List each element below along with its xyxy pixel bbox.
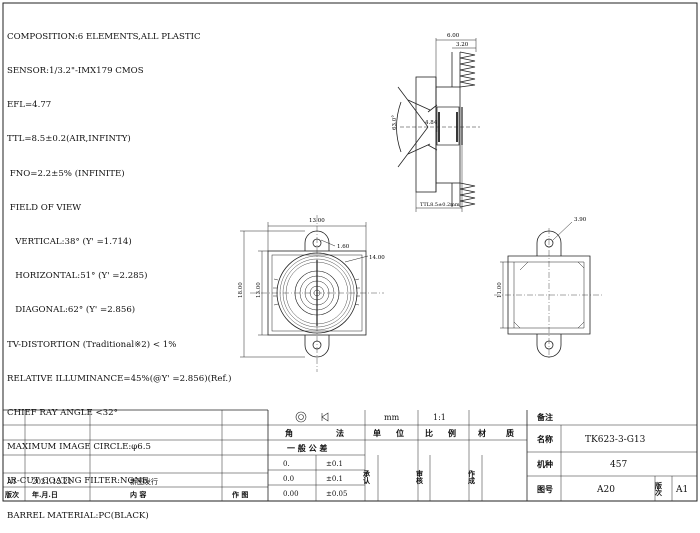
- spec-line: COMPOSITION:6 ELEMENTS,ALL PLASTIC: [7, 31, 201, 42]
- remark-label: 备注: [536, 412, 553, 422]
- back-dim-height: 11.00: [497, 282, 503, 298]
- spec-line: FNO=2.2±5% (INFINITE): [7, 168, 125, 179]
- side-ttl-label: TTL8.5±0.2mm: [420, 202, 460, 208]
- spec-line: RELATIVE ILLUMINANCE=45%(@Y' =2.856)(Ref…: [7, 373, 232, 384]
- front-dim-height-inner: 13.00: [256, 282, 262, 298]
- rev-content: 新图发行: [130, 477, 158, 486]
- spec-line: BARREL MATERIAL:PC(BLACK): [7, 510, 149, 521]
- tol-precision-1: 0.0: [283, 475, 294, 483]
- approve-label: 承认: [362, 469, 372, 485]
- spec-line: VERTICAL:38° (Y' =1.714): [7, 237, 132, 248]
- hdr-content: 内 容: [130, 490, 146, 499]
- scale-value: 1:1: [433, 413, 446, 422]
- side-fov-label: 63.0°: [392, 115, 398, 130]
- model-value: 457: [610, 460, 627, 470]
- back-view: [494, 221, 604, 360]
- spec-line: HORIZONTAL:51° (Y' =2.285): [7, 271, 148, 282]
- title-block-text: mm 1:1 备注 角 法 单 位 比 例 材 质 一 般 公 差 0. ±0.…: [5, 412, 688, 499]
- side-dim-inner: 4.84: [425, 120, 438, 126]
- title-block: [3, 409, 697, 501]
- tolerance-label: 一 般 公 差: [287, 443, 327, 453]
- spec-line: TTL=8.5±0.2(AIR,INFINTY): [7, 134, 131, 145]
- front-dim-hole: 1.60: [337, 244, 350, 250]
- tol-value-2: ±0.05: [326, 490, 347, 498]
- spec-line: DIAGONAL:62° (Y' =2.856): [7, 305, 136, 316]
- spec-line: TV-DISTORTION (Traditional※2) < 1%: [7, 339, 177, 350]
- angle-label: 角: [285, 428, 293, 438]
- spec-line: SENSOR:1/3.2"-IMX179 CMOS: [7, 66, 144, 77]
- tol-value-1: ±0.1: [326, 475, 343, 483]
- drawing-border: [2, 2, 698, 502]
- spec-line: EFL=4.77: [7, 100, 52, 111]
- method-label: 法: [336, 428, 344, 438]
- author-label: 作成: [468, 469, 477, 485]
- material-label: 材: [478, 428, 486, 438]
- model-label: 机种: [537, 459, 553, 469]
- front-dim-width: 13.00: [309, 218, 325, 224]
- specifications-list: COMPOSITION:6 ELEMENTS,ALL PLASTIC SENSO…: [7, 9, 231, 533]
- hdr-date: 年.月.日: [32, 490, 58, 499]
- review-label: 审核: [416, 469, 425, 485]
- back-dim-hole: 3.90: [574, 217, 587, 223]
- drawing-no-value: A20: [596, 485, 615, 495]
- front-dim-height-outer: 18.00: [238, 282, 244, 298]
- side-dim-top: 6.00: [447, 33, 460, 39]
- side-dim-top-inner: 3.20: [456, 42, 469, 48]
- rev-version: A1: [6, 478, 17, 486]
- spec-line: CHIEF RAY ANGLE <32°: [7, 408, 118, 419]
- hdr-version: 版次: [5, 490, 19, 499]
- tol-precision-2: 0.00: [283, 490, 299, 498]
- drawing-no-label: 图号: [537, 484, 553, 494]
- spec-line: FIELD OF VIEW: [7, 202, 82, 213]
- rev-date: 2021.12.21: [32, 478, 72, 486]
- side-view: [396, 38, 480, 212]
- version-value: A1: [675, 485, 688, 495]
- front-view: [240, 215, 384, 372]
- technical-drawing: 6.00 3.20 63.0° 4.84 TTL8.5±0.2mm: [2, 2, 698, 502]
- tol-value-0: ±0.1: [326, 460, 343, 468]
- hdr-author: 作 图: [232, 490, 248, 499]
- scale-label-2: 例: [448, 428, 456, 438]
- material-label-2: 质: [506, 428, 514, 438]
- spec-line: MAXIMUM IMAGE CIRCLE:φ6.5: [7, 442, 151, 453]
- unit-label-2: 位: [396, 428, 404, 438]
- spec-line: IR-CUT COATNG FILTER:NONE: [7, 476, 149, 487]
- front-dim-lens: 14.00: [369, 255, 385, 261]
- version-label: 版次: [655, 481, 664, 497]
- name-label: 名称: [537, 434, 553, 444]
- scale-label: 比: [425, 428, 433, 438]
- unit-label: 单: [373, 428, 381, 438]
- unit-symbol: mm: [384, 413, 400, 422]
- name-value: TK623-3-G13: [585, 435, 646, 445]
- tol-precision-0: 0.: [283, 460, 290, 468]
